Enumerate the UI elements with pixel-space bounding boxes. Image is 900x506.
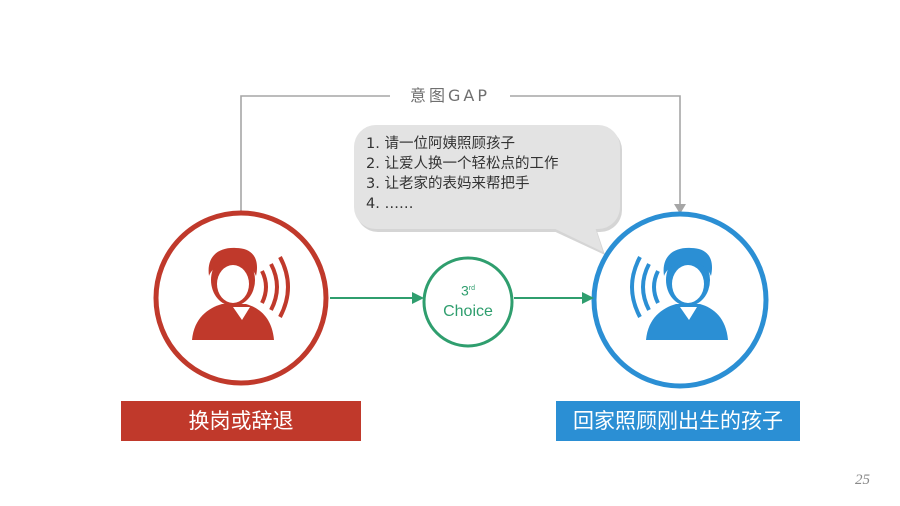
bubble-option: 2. 让爱人换一个轻松点的工作: [366, 156, 559, 172]
left-outcome-label: 换岗或辞退: [121, 401, 361, 441]
right-outcome-label: 回家照顾刚出生的孩子: [556, 401, 800, 441]
bubble-option: 3. 让老家的表妈来帮把手: [366, 176, 530, 192]
choice-circle: [422, 256, 514, 348]
choice-label: 3rd Choice: [424, 258, 512, 346]
choice-ordinal: 3rd: [460, 282, 476, 299]
gap-label: 意图GAP: [390, 84, 510, 108]
person-listening-icon-blue: [630, 247, 728, 340]
bubble-options-list: 1. 请一位阿姨照顾孩子 2. 让爱人换一个轻松点的工作 3. 让老家的表妈来帮…: [366, 134, 558, 214]
bubble-option: 1. 请一位阿姨照顾孩子: [366, 136, 515, 152]
page-number: 25: [855, 472, 870, 488]
person-speaking-icon-red: [192, 247, 290, 340]
speech-bubble: [354, 125, 622, 255]
choice-word: Choice: [443, 302, 493, 320]
gap-arrowhead: [674, 204, 686, 214]
bubble-option: 4. ……: [366, 196, 414, 212]
